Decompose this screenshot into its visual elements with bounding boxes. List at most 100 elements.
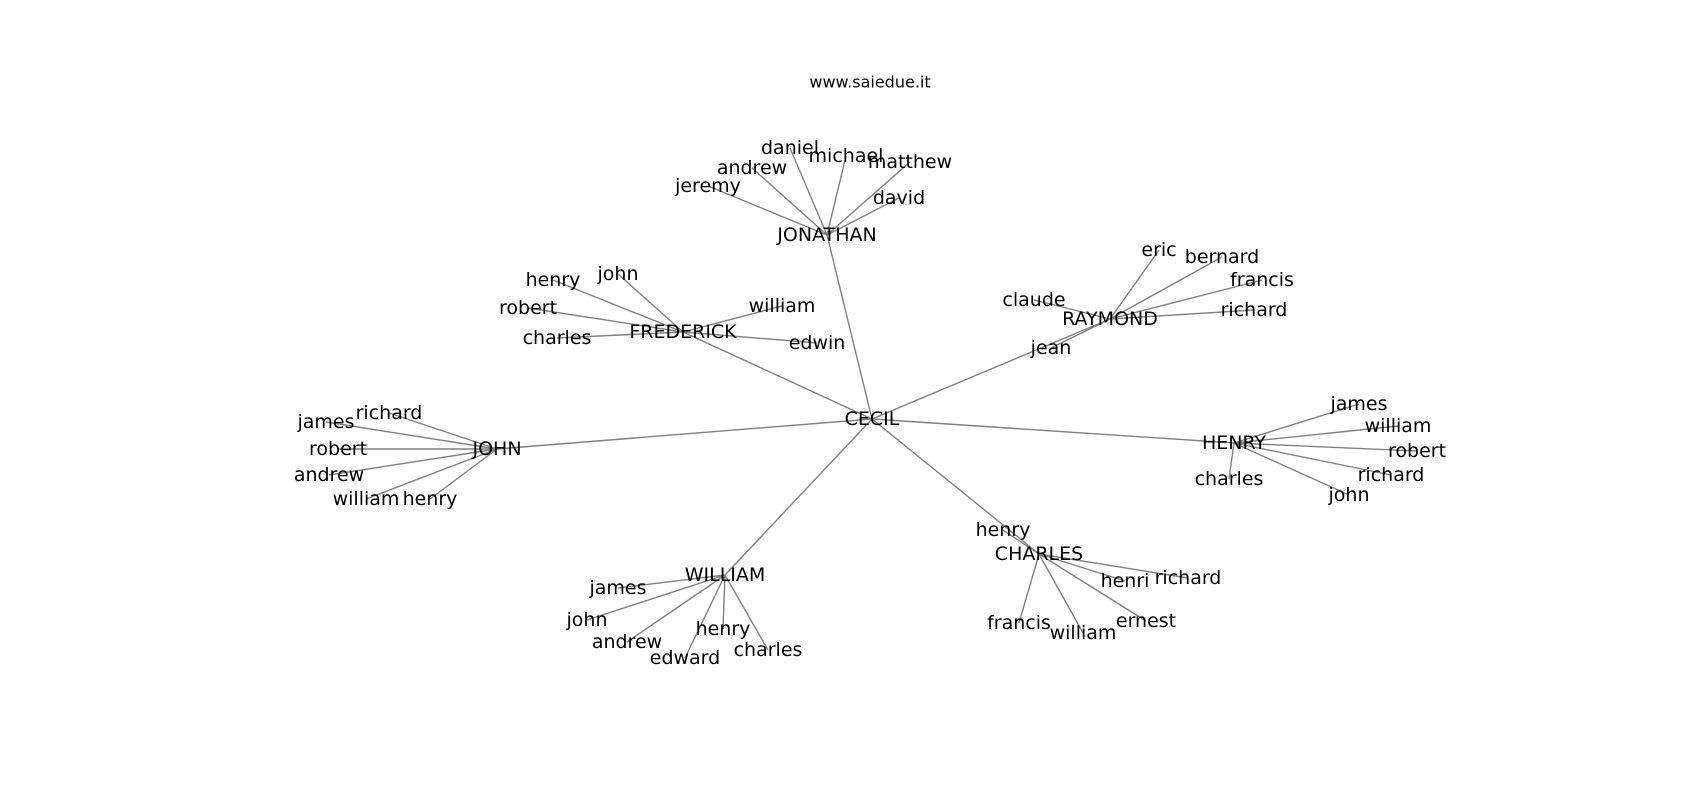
hub-node-william: WILLIAM — [685, 564, 766, 586]
leaf-node-john-william: william — [333, 488, 400, 510]
edge-jonathan-to-jeremy — [707, 185, 828, 236]
edge-raymond-to-bernard — [1109, 256, 1223, 320]
leaf-node-henry-richard: richard — [1358, 464, 1425, 486]
leaf-node-charles-richard: richard — [1155, 567, 1222, 589]
hub-node-charles: CHARLES — [995, 543, 1083, 565]
leaf-node-william-edward: edward — [650, 647, 720, 669]
leaf-node-william-henry: henry — [696, 618, 751, 640]
edge-raymond-to-francis — [1109, 279, 1263, 320]
edge-root-to-raymond — [871, 318, 1111, 420]
leaf-node-charles-william: william — [1050, 622, 1117, 644]
edge-jonathan-to-andrew — [751, 167, 828, 236]
hub-node-jonathan: JONATHAN — [776, 224, 876, 246]
edge-raymond-to-jean — [1050, 318, 1111, 349]
edge-william-to-edward — [684, 574, 726, 659]
leaf-node-john-richard: richard — [356, 402, 423, 424]
edge-raymond-to-richard — [1109, 309, 1255, 320]
edge-root-to-henry — [871, 418, 1235, 444]
leaf-node-henry-william: william — [1365, 415, 1432, 437]
hub-node-john: JOHN — [471, 438, 521, 460]
leaf-node-john-robert: robert — [309, 438, 367, 460]
leaf-node-henry-charles: charles — [1195, 468, 1264, 490]
edge-william-to-andrew — [626, 574, 726, 643]
leaf-node-jonathan-matthew: matthew — [868, 151, 952, 173]
edge-charles-to-richard — [1038, 553, 1189, 579]
node-label-layer: CECILJONATHANjeremyandrewdanielmichaelma… — [294, 137, 1446, 669]
leaf-node-frederick-robert: robert — [499, 297, 557, 319]
edge-charles-to-francis — [1018, 553, 1040, 624]
leaf-node-jonathan-michael: michael — [809, 145, 884, 167]
edge-john-to-richard — [388, 412, 498, 450]
leaf-node-frederick-charles: charles — [523, 327, 592, 349]
edge-layer — [325, 147, 1418, 659]
edge-henry-to-richard — [1233, 442, 1392, 476]
edge-william-to-charles — [724, 574, 769, 651]
edge-charles-to-william — [1038, 553, 1084, 634]
edge-frederick-to-henry — [552, 279, 684, 333]
edge-root-to-william — [724, 418, 873, 576]
edge-frederick-to-john — [617, 273, 684, 333]
hub-node-henry: HENRY — [1202, 432, 1266, 454]
edge-john-to-andrew — [328, 448, 498, 476]
leaf-node-william-andrew: andrew — [592, 631, 662, 653]
edge-frederick-to-william — [682, 305, 783, 333]
leaf-node-raymond-eric: eric — [1141, 239, 1176, 261]
leaf-node-william-john: john — [566, 609, 608, 631]
leaf-node-jonathan-david: david — [873, 187, 925, 209]
edge-john-to-henry — [429, 448, 498, 500]
edge-frederick-to-edwin — [682, 331, 818, 344]
leaf-node-henry-james: james — [1329, 393, 1387, 415]
leaf-node-john-henry: henry — [403, 488, 458, 510]
edge-charles-to-ernest — [1038, 553, 1147, 622]
edge-henry-to-john — [1233, 442, 1350, 496]
leaf-node-henry-john: john — [1328, 484, 1370, 506]
leaf-node-henry-robert: robert — [1388, 440, 1446, 462]
edge-raymond-to-claude — [1033, 299, 1111, 320]
edge-henry-to-charles — [1228, 442, 1235, 480]
hub-node-frederick: FREDERICK — [629, 321, 737, 343]
leaf-node-frederick-william: william — [749, 295, 816, 317]
leaf-node-charles-henri: henri — [1101, 570, 1150, 592]
edge-henry-to-james — [1233, 403, 1360, 444]
edge-william-to-henry — [722, 574, 726, 630]
edge-henry-to-robert — [1233, 442, 1418, 452]
leaf-node-william-james: james — [588, 577, 646, 599]
edge-frederick-to-robert — [527, 307, 684, 333]
leaf-node-raymond-jean: jean — [1030, 337, 1072, 359]
leaf-node-charles-francis: francis — [987, 612, 1051, 634]
edge-john-to-james — [325, 421, 498, 450]
edge-root-to-jonathan — [826, 234, 873, 420]
edge-charles-to-henri — [1038, 553, 1126, 582]
leaf-node-jonathan-andrew: andrew — [717, 157, 787, 179]
edge-root-to-charles — [871, 418, 1040, 555]
edge-jonathan-to-matthew — [826, 161, 911, 236]
leaf-node-frederick-john: john — [597, 263, 639, 285]
edge-john-to-william — [365, 448, 498, 500]
leaf-node-charles-ernest: ernest — [1116, 610, 1176, 632]
edge-jonathan-to-daniel — [789, 147, 828, 236]
watermark-text: www.saiedue.it — [809, 73, 930, 92]
leaf-node-jonathan-jeremy: jeremy — [674, 175, 741, 197]
edge-raymond-to-eric — [1109, 249, 1160, 320]
edge-william-to-james — [617, 574, 726, 589]
root-node-label: CECIL — [845, 408, 900, 430]
leaf-node-frederick-henry: henry — [526, 269, 581, 291]
hub-node-raymond: RAYMOND — [1062, 308, 1158, 330]
leaf-node-raymond-bernard: bernard — [1185, 246, 1259, 268]
leaf-node-raymond-claude: claude — [1002, 289, 1065, 311]
leaf-node-william-charles: charles — [734, 639, 803, 661]
leaf-node-charles-henry: henry — [976, 519, 1031, 541]
leaf-node-john-andrew: andrew — [294, 464, 364, 486]
edge-jonathan-to-michael — [826, 155, 847, 236]
edge-charles-to-henry — [1002, 529, 1040, 555]
leaf-node-raymond-richard: richard — [1221, 299, 1288, 321]
edge-jonathan-to-david — [826, 197, 900, 236]
leaf-node-raymond-francis: francis — [1230, 269, 1294, 291]
edge-root-to-frederick — [682, 331, 873, 420]
edge-root-to-john — [496, 418, 873, 450]
edge-william-to-john — [586, 574, 726, 621]
edge-frederick-to-charles — [556, 331, 684, 339]
leaf-node-john-james: james — [296, 411, 354, 433]
leaf-node-jonathan-daniel: daniel — [761, 137, 819, 159]
